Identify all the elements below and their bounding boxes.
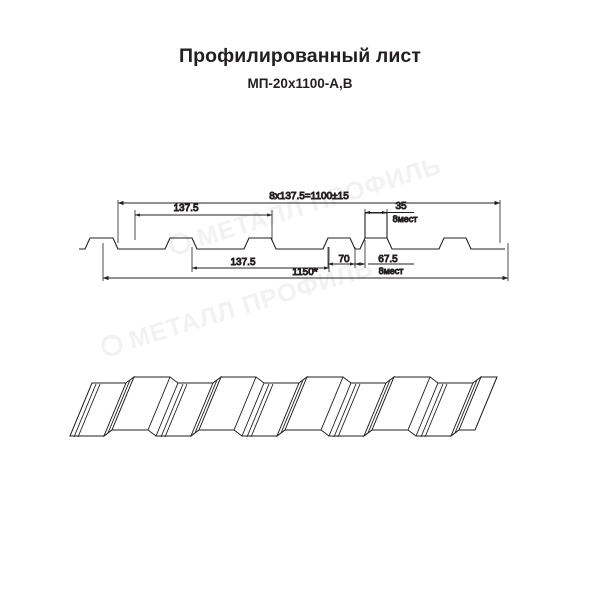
watermark-text: МЕТАЛЛ ПРОФИЛЬ [193,151,444,252]
dim-label-valley-width: 70 [338,254,350,265]
title-block: Профилированный лист МП-20х1100-A,B [0,44,600,93]
iso-rib [415,375,498,438]
iso-end-cap [474,376,498,431]
isometric-group [69,375,498,438]
watermark-lower: МЕТАЛЛ ПРОФИЛЬ [101,253,377,357]
dim-label-pitch-upper: 137.5 [173,203,198,214]
dim-label-overall-bottom: 1150* [292,267,318,278]
page-title: Профилированный лист [178,45,422,67]
iso-rib [69,375,171,438]
dim-label-rib-width: 35 [395,201,407,212]
watermark-text: МЕТАЛЛ ПРОФИЛЬ [125,253,376,354]
dimension-lines [103,200,508,281]
raised-rib-outline [364,212,388,238]
dim-label-overall-top: 8x137.5=1100±15 [269,191,349,202]
cross-section-group: 8x137.5=1100±15 1150* 137.5 137.5 35 8ме… [79,191,509,281]
iso-rib [155,375,257,438]
iso-bottom-edge [70,429,475,437]
product-code: МП-20х1100-A,B [247,76,353,91]
iso-rib [241,375,344,438]
iso-rib [328,375,431,438]
profile-outline [79,237,505,250]
dim-label-rib-count: 8мест [393,214,418,224]
dim-label-pitch-lower: 137.5 [230,257,255,268]
iso-start-cap [69,382,93,437]
dim-label-rib-spacing-count: 8мест [379,266,404,276]
watermark-logo-icon [101,334,123,357]
watermark-logo-icon [169,232,191,255]
dim-label-rib-spacing: 67.5 [378,254,398,265]
